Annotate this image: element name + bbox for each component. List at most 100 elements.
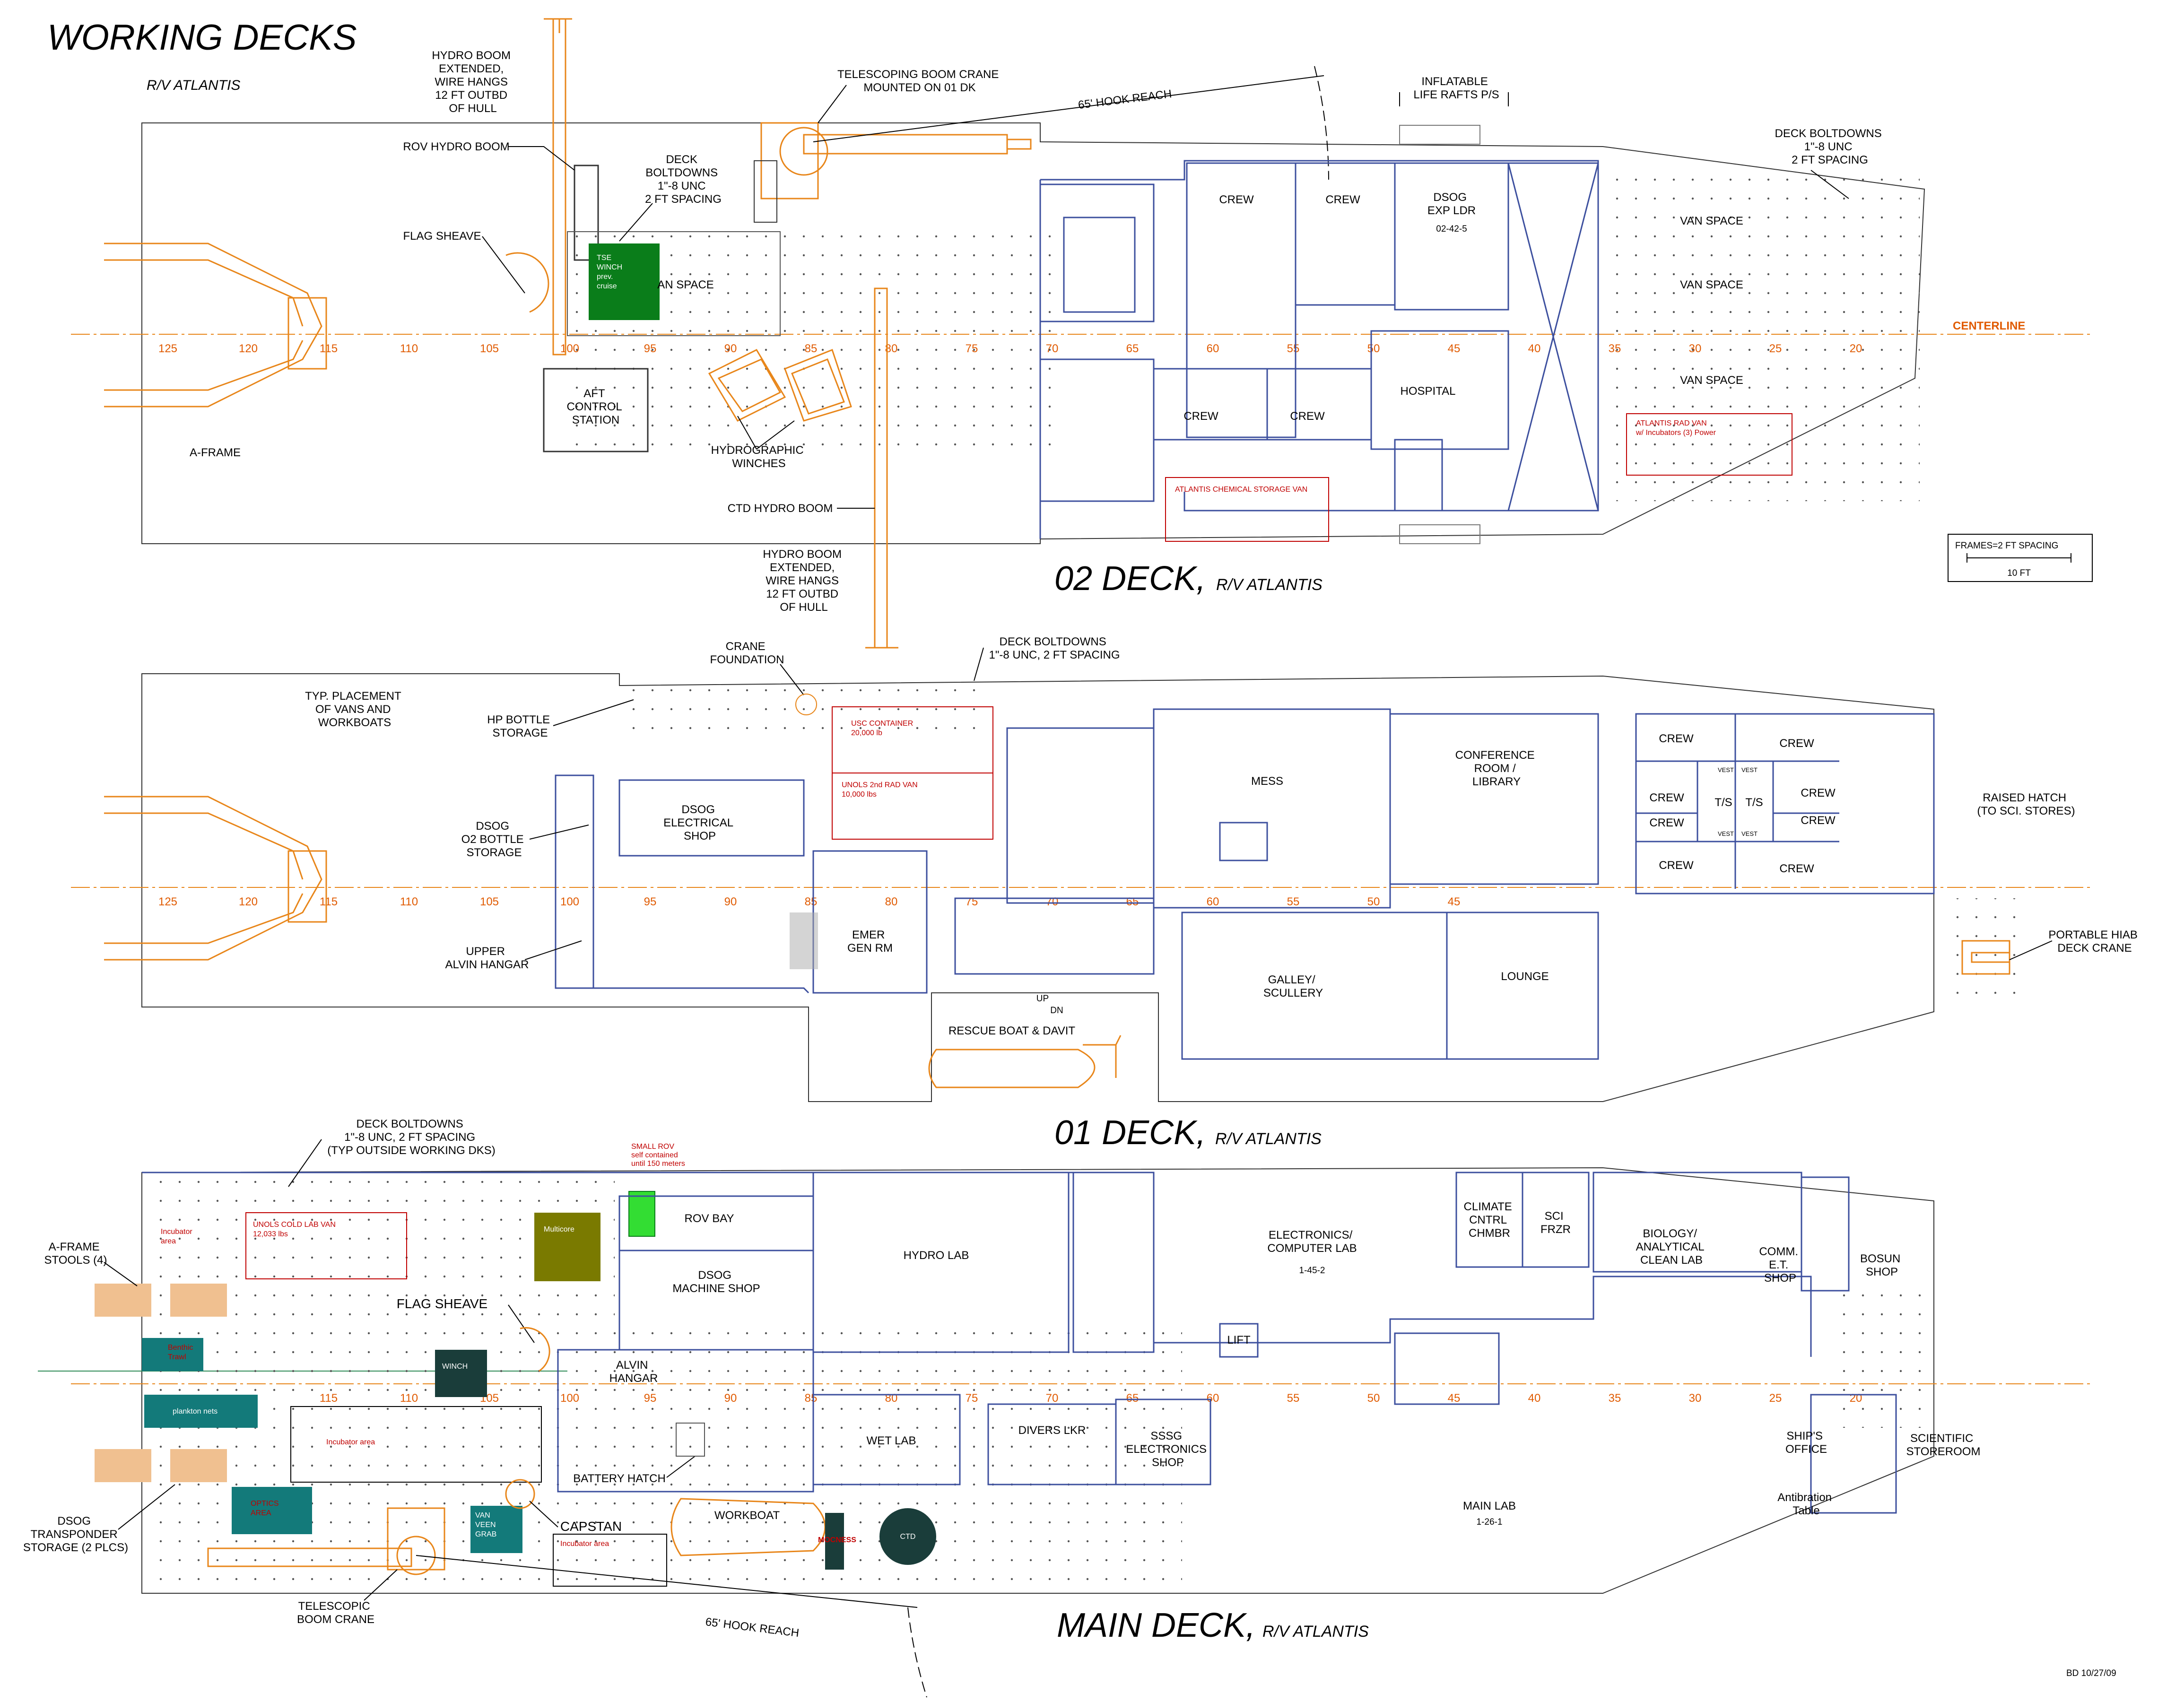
deck-02-rov-boom-leader bbox=[508, 146, 575, 171]
deck-02-hook-reach-label: 65' HOOK REACH bbox=[1078, 87, 1173, 112]
deck-01-unols-rad-van-label: UNOLS 2nd RAD VAN 10,000 lbs bbox=[842, 781, 920, 799]
main-deck-flag-sheave-label: FLAG SHEAVE bbox=[397, 1296, 487, 1311]
deck-02-crew-2: CREW bbox=[1325, 193, 1360, 206]
deck-02-subtitle: R/V ATLANTIS bbox=[1216, 576, 1323, 594]
deck-01-usc-container-label: USC CONTAINER 20,000 lb bbox=[851, 720, 915, 737]
frame-number: 95 bbox=[644, 895, 657, 908]
frame-number: 85 bbox=[805, 895, 818, 908]
deck-01-crew-7: CREW bbox=[1659, 859, 1694, 872]
deck-02-hydro-boom-top-label: HYDRO BOOM EXTENDED, WIRE HANGS 12 FT OU… bbox=[432, 49, 513, 115]
main-deck-workboat bbox=[670, 1498, 826, 1556]
deck-02-chemical-van-label: ATLANTIS CHEMICAL STORAGE VAN bbox=[1175, 486, 1307, 494]
deck-01-boltdown-leader bbox=[974, 647, 984, 681]
deck-02-flag-sheave bbox=[505, 252, 549, 313]
deck-02-flag-sheave-leader bbox=[482, 236, 525, 294]
deck-02-telescoping-crane bbox=[760, 122, 1032, 200]
deck-01-vest-2: VEST bbox=[1741, 766, 1758, 773]
deck-02-crew-1: CREW bbox=[1219, 193, 1254, 206]
main-deck-a-frame-stool-2 bbox=[170, 1284, 227, 1317]
frame-number: 35 bbox=[1609, 1392, 1621, 1405]
main-deck-hydro-lab: HYDRO LAB bbox=[904, 1249, 969, 1262]
main-deck-benthic-trawl-label: Benthic Trawl bbox=[168, 1344, 195, 1361]
deck-02-ctd-boom-label: CTD HYDRO BOOM bbox=[728, 502, 833, 515]
main-deck-electronics-lab-label: ELECTRONICS/ COMPUTER LAB bbox=[1267, 1229, 1357, 1255]
main-deck-telescopic-crane-label: TELESCOPIC BOOM CRANE bbox=[297, 1600, 374, 1626]
main-deck-small-rov-label: SMALL ROV self contained until 150 meter… bbox=[631, 1143, 685, 1168]
main-deck-capstan-label: CAPSTAN bbox=[560, 1519, 622, 1534]
frame-number: 80 bbox=[885, 895, 898, 908]
frame-number: 120 bbox=[239, 342, 258, 355]
deck-02-dsog-exp-ldr: DSOG EXP LDR bbox=[1427, 191, 1476, 217]
deck-01-emer-gen-label: EMER GEN RM bbox=[847, 929, 893, 955]
deck-02-life-raft-stbd bbox=[1399, 524, 1480, 544]
main-deck-van-veen-label: VAN VEEN GRAB bbox=[475, 1511, 498, 1538]
frame-number: 115 bbox=[320, 342, 338, 355]
deck-01-dsog-o2-label: DSOG O2 BOTTLE STORAGE bbox=[461, 820, 527, 859]
frame-number: 75 bbox=[966, 895, 978, 908]
main-deck-winch-label: WINCH bbox=[442, 1363, 468, 1371]
deck-02-hydrographic-winches bbox=[708, 349, 852, 422]
deck-02: CENTERLINE 12512011511010510095908580757… bbox=[71, 18, 2090, 649]
main-deck-plankton-nets-label: plankton nets bbox=[173, 1407, 218, 1415]
deck-02-centerline-label: CENTERLINE bbox=[1953, 320, 2025, 332]
deck-01-crew-1: CREW bbox=[1659, 732, 1694, 745]
frame-number: 55 bbox=[1287, 895, 1300, 908]
main-deck-rov-bay: ROV BAY bbox=[685, 1212, 734, 1225]
main-deck-incubator-area-3: Incubator area bbox=[560, 1540, 609, 1548]
deck-02-boltdown-fwd-leader bbox=[1810, 170, 1849, 199]
frame-number: 45 bbox=[1448, 342, 1461, 355]
deck-02-crane-leader bbox=[818, 85, 847, 123]
frame-number: 45 bbox=[1448, 895, 1461, 908]
main-deck-small-rov bbox=[628, 1191, 655, 1237]
deck-01-subtitle: R/V ATLANTIS bbox=[1215, 1130, 1322, 1148]
deck-02-life-raft-port bbox=[1399, 125, 1480, 145]
main-deck-sci-storeroom-label: SCIENTIFIC STOREROOM bbox=[1906, 1432, 1981, 1458]
deck-02-superstructure bbox=[1039, 160, 1599, 539]
deck-02-tse-winch-label: TSE WINCH prev. cruise bbox=[597, 254, 625, 290]
main-deck-mocness bbox=[825, 1513, 844, 1570]
frame-number: 65 bbox=[1126, 895, 1139, 908]
main-deck-wet-lab: WET LAB bbox=[867, 1434, 916, 1447]
deck-01-deck-boltdowns-label: DECK BOLTDOWNS 1"-8 UNC, 2 FT SPACING bbox=[989, 635, 1120, 661]
main-deck-comm-et-label: COMM. E.T. SHOP bbox=[1759, 1245, 1801, 1285]
main-deck-multicore-label: Multicore bbox=[544, 1225, 574, 1233]
deck-01-o2-leader bbox=[529, 825, 589, 840]
main-deck-a-frame-stool-4 bbox=[170, 1449, 227, 1482]
deck-01-crane-foundation-leader bbox=[780, 664, 804, 695]
sheet-subtitle: R/V ATLANTIS bbox=[147, 78, 240, 93]
frame-number: 60 bbox=[1207, 1392, 1219, 1405]
main-deck-a-frame-stool-1 bbox=[95, 1284, 151, 1317]
deck-02-van-space-aft bbox=[567, 231, 781, 336]
main-deck-transponder-leader bbox=[118, 1484, 175, 1530]
main-deck-flag-sheave bbox=[520, 1327, 550, 1372]
main-deck-workboat-label: WORKBOAT bbox=[714, 1509, 780, 1522]
main-deck-unols-cold-van bbox=[245, 1212, 407, 1279]
deck-01-vest-4: VEST bbox=[1741, 830, 1758, 837]
deck-01-a-frame bbox=[104, 796, 327, 961]
revision-stamp: BD 10/27/09 bbox=[2066, 1668, 2116, 1678]
main-deck-a-frame-stools-label: A-FRAME STOOLS (4) bbox=[44, 1241, 107, 1267]
deck-01-crew-cabins bbox=[1636, 714, 1839, 889]
deck-02-rov-hydro-boom bbox=[574, 165, 599, 261]
deck-01-upper-alvin-label: UPPER ALVIN HANGAR bbox=[445, 945, 529, 971]
main-deck-biology-lab-label: BIOLOGY/ ANALYTICAL CLEAN LAB bbox=[1636, 1227, 1707, 1267]
frame-number: 40 bbox=[1528, 342, 1541, 355]
main-deck-unols-cold-van-label: UNOLS COLD LAB VAN 12,033 lbs bbox=[253, 1221, 338, 1238]
main-deck-hook-reach-label: 65' HOOK REACH bbox=[705, 1615, 800, 1640]
deck-01-crew-2: CREW bbox=[1779, 737, 1814, 750]
frame-number: 40 bbox=[1528, 1392, 1541, 1405]
main-deck-incubator-area-3-box bbox=[553, 1534, 667, 1587]
main-deck-mocness-label: MOCNESS bbox=[818, 1536, 856, 1544]
frame-number: 125 bbox=[158, 895, 177, 908]
main-deck-climate-label: CLIMATE CNTRL CHMBR bbox=[1464, 1200, 1515, 1240]
main-deck-optics-area bbox=[232, 1487, 312, 1534]
main-deck-main-lab-num: 1-26-1 bbox=[1477, 1517, 1503, 1527]
deck-01-vest-3: VEST bbox=[1718, 830, 1734, 837]
frame-number: 55 bbox=[1287, 1392, 1300, 1405]
deck-01-crew-4: CREW bbox=[1801, 787, 1836, 799]
scale-value: 10 FT bbox=[2007, 568, 2031, 578]
scale-box: FRAMES=2 FT SPACING 10 FT bbox=[1948, 534, 2093, 582]
frame-number: 110 bbox=[400, 342, 418, 355]
